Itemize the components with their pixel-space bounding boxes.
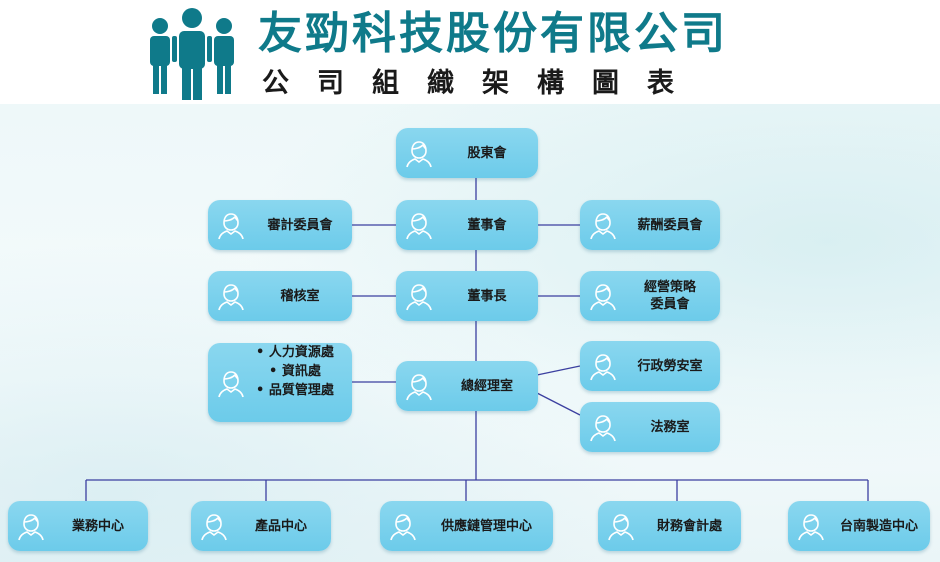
person-icon xyxy=(584,406,622,448)
node-strategy-committee[interactable]: 經營策略委員會 xyxy=(580,271,720,321)
person-icon xyxy=(400,365,438,407)
support-units-list: 人力資源處 資訊處 品質管理處 xyxy=(252,343,348,422)
node-audit-committee[interactable]: 審計委員會 xyxy=(208,200,352,250)
header: 友勁科技股份有限公司 公司組織架構圖表 xyxy=(0,0,940,104)
person-icon xyxy=(602,505,640,547)
person-icon xyxy=(584,204,622,246)
node-sales-center[interactable]: 業務中心 xyxy=(8,501,148,551)
person-icon xyxy=(195,505,233,547)
connector-line xyxy=(536,365,581,376)
chart-subtitle: 公司組織架構圖表 xyxy=(262,68,702,99)
person-icon xyxy=(584,345,622,387)
node-label: 稽核室 xyxy=(280,288,320,304)
node-label: 台南製造中心 xyxy=(839,518,918,534)
connector-line xyxy=(536,392,581,416)
node-label: 董事會 xyxy=(467,217,507,233)
people-logo-icon xyxy=(150,8,234,100)
node-support-units[interactable]: 人力資源處 資訊處 品質管理處 xyxy=(208,343,352,422)
node-label: 財務會計處 xyxy=(656,518,722,534)
node-chairman[interactable]: 董事長 xyxy=(396,271,538,321)
node-finance-office[interactable]: 財務會計處 xyxy=(598,501,741,551)
company-name: 友勁科技股份有限公司 xyxy=(258,8,728,59)
node-product-center[interactable]: 產品中心 xyxy=(191,501,331,551)
node-label: 薪酬委員會 xyxy=(637,217,703,233)
node-label: 股東會 xyxy=(467,145,507,161)
support-unit-hr: 人力資源處 xyxy=(256,343,334,362)
node-president-office[interactable]: 總經理室 xyxy=(396,361,538,411)
node-admin-office[interactable]: 行政勞安室 xyxy=(580,341,720,391)
person-icon xyxy=(12,505,50,547)
person-icon xyxy=(212,347,250,418)
person-icon xyxy=(584,275,622,317)
person-icon xyxy=(400,132,438,174)
node-compensation-committee[interactable]: 薪酬委員會 xyxy=(580,200,720,250)
person-icon xyxy=(212,204,250,246)
person-icon xyxy=(212,275,250,317)
node-label: 董事長 xyxy=(467,288,507,304)
person-icon xyxy=(384,505,422,547)
support-unit-it: 資訊處 xyxy=(256,362,334,381)
person-icon xyxy=(400,275,438,317)
org-chart-canvas xyxy=(0,104,940,562)
support-unit-qa: 品質管理處 xyxy=(256,381,334,400)
node-audit-office[interactable]: 稽核室 xyxy=(208,271,352,321)
node-tainan-center[interactable]: 台南製造中心 xyxy=(788,501,930,551)
node-board[interactable]: 董事會 xyxy=(396,200,538,250)
node-label: 經營策略委員會 xyxy=(643,280,696,312)
node-legal-office[interactable]: 法務室 xyxy=(580,402,720,452)
node-label: 審計委員會 xyxy=(267,217,333,233)
node-label: 業務中心 xyxy=(71,518,124,534)
node-label: 總經理室 xyxy=(460,378,513,394)
person-icon xyxy=(792,505,830,547)
node-label: 行政勞安室 xyxy=(637,358,703,374)
node-label: 供應鏈管理中心 xyxy=(440,518,532,534)
node-supply-chain-center[interactable]: 供應鏈管理中心 xyxy=(380,501,553,551)
person-icon xyxy=(400,204,438,246)
node-label: 產品中心 xyxy=(254,518,307,534)
node-shareholders[interactable]: 股東會 xyxy=(396,128,538,178)
node-label: 法務室 xyxy=(650,419,690,435)
